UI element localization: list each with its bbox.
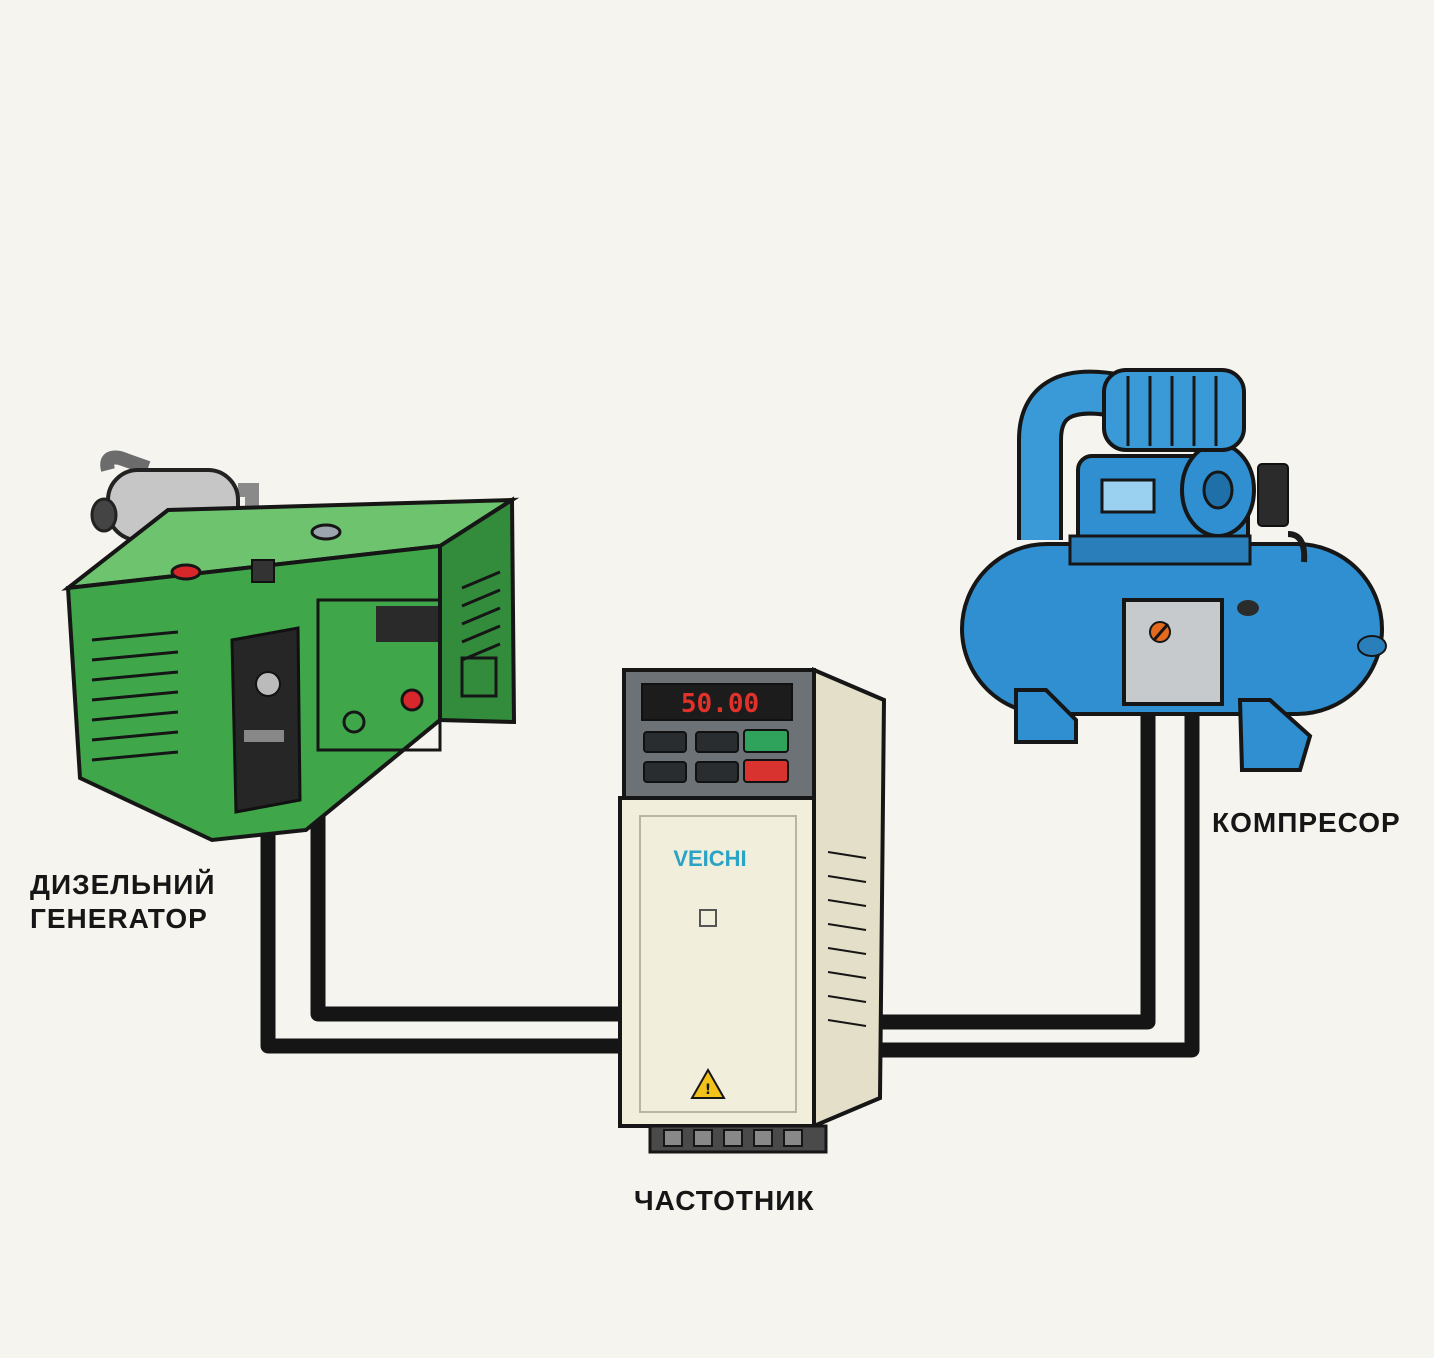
muffler-icon <box>90 450 259 542</box>
cable-compressor-outer <box>878 700 1200 1058</box>
cable-generator-inner <box>310 780 622 1022</box>
cable-generator-outer <box>260 780 622 1054</box>
pressure-switch-icon <box>1237 463 1308 616</box>
cable-compressor-inner <box>878 700 1156 1030</box>
inverter-display-readout: 50.00 <box>681 689 759 719</box>
power-switch-icon <box>1122 598 1224 706</box>
frequency-inverter: 50.00 VEICHI ! <box>618 666 887 1154</box>
label-diesel-generator-line2: ГЕНЕRATOР <box>30 903 208 934</box>
svg-text:!: ! <box>705 1082 711 1098</box>
inverter-brand: VEICHI <box>673 846 746 871</box>
label-inverter: ЧАСТОТНИК <box>634 1185 815 1216</box>
air-compressor <box>960 368 1387 772</box>
label-diesel-generator: ДИЗЕЛЬНИЙ ГЕНЕRATOР <box>30 868 216 936</box>
cables <box>260 700 1200 1058</box>
diesel-generator <box>61 450 520 843</box>
label-diesel-generator-line1: ДИЗЕЛЬНИЙ <box>30 869 216 900</box>
label-compressor: КОМПРЕСОР <box>1212 807 1401 838</box>
warning-triangle-icon: ! <box>690 1067 726 1099</box>
